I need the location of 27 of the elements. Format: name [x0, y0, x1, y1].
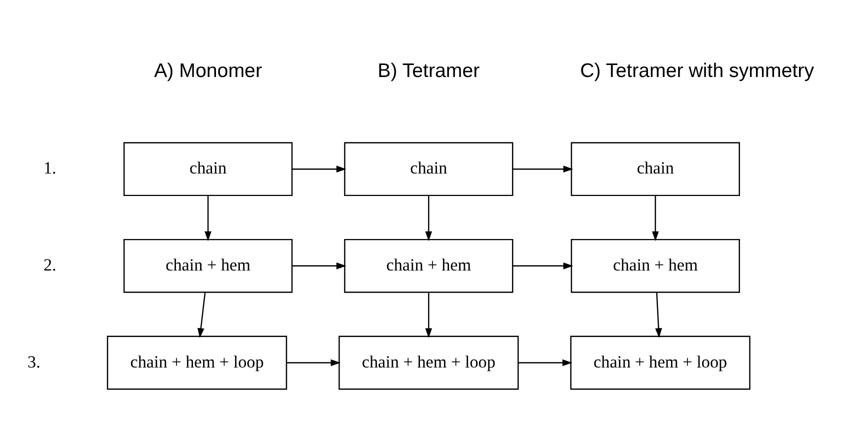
arrow	[518, 359, 572, 366]
label: 1.	[43, 158, 56, 178]
arrow	[652, 196, 659, 242]
arrow	[655, 292, 662, 338]
label: B) Tetramer	[378, 60, 480, 82]
node-box: chain + hem	[344, 238, 514, 293]
arrow	[425, 196, 432, 242]
arrow	[512, 262, 574, 270]
node-box: chain + hem + loop	[570, 336, 750, 390]
node-box: chain + hem + loop	[106, 336, 288, 390]
node-box: chain + hem + loop	[338, 336, 519, 390]
label: A) Monomer	[154, 60, 262, 82]
label: 2.	[43, 255, 56, 274]
arrow	[425, 292, 432, 338]
node-box: chain	[344, 142, 514, 196]
node-box: chain + hem	[570, 238, 740, 293]
node-box: chain + hem	[123, 238, 293, 293]
label: 3.	[28, 352, 40, 372]
arrow	[292, 262, 346, 270]
node-box: chain	[123, 142, 293, 196]
node-box: chain	[570, 142, 740, 196]
arrow	[512, 166, 574, 173]
arrow	[204, 196, 212, 242]
arrow	[292, 166, 346, 173]
label: C) Tetramer with symmetry	[580, 60, 814, 82]
arrow	[286, 359, 341, 366]
arrow	[197, 292, 206, 338]
